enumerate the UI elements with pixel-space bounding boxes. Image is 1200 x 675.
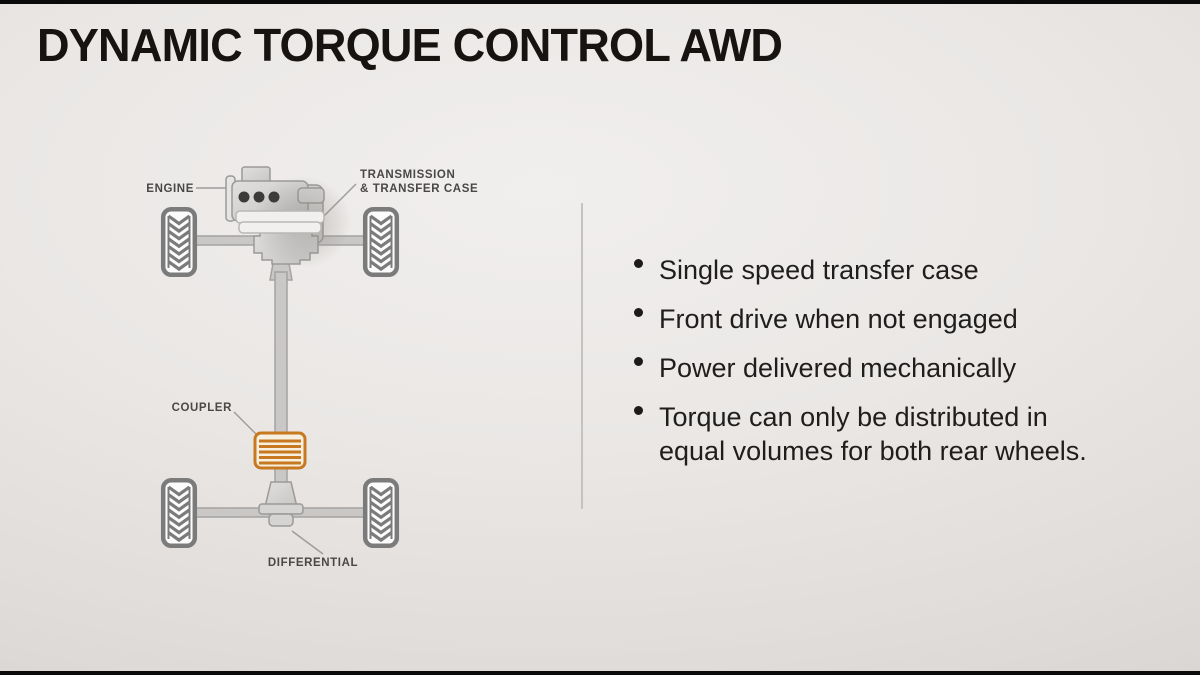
- bottom-letterbox-bar: [0, 671, 1200, 675]
- transmission-label-line1: TRANSMISSION: [360, 169, 455, 181]
- engine-transmission-assembly: [225, 166, 352, 268]
- drivetrain-diagram: ENGINE TRANSMISSION & TRANSFER CASE COUP…: [146, 166, 478, 569]
- top-letterbox-bar: [0, 0, 1200, 4]
- differential-flange: [258, 503, 304, 515]
- engine-cylinder-dot-2: [253, 191, 265, 203]
- bullet-dot: [634, 406, 643, 415]
- differential-part: [258, 481, 304, 527]
- bullet-dot: [634, 308, 643, 317]
- engine-white-band-2: [238, 221, 322, 234]
- wheels: [160, 206, 400, 549]
- page-title: DYNAMIC TORQUE CONTROL AWD: [37, 19, 783, 71]
- list-item: Single speed transfer case: [632, 253, 1118, 287]
- differential-leader-line: [291, 530, 324, 555]
- front-left-wheel: [160, 206, 198, 278]
- list-item: Power delivered mechanically: [632, 351, 1118, 385]
- engine-cylinder-dot-1: [238, 191, 250, 203]
- engine-white-band-1: [235, 210, 325, 224]
- coupler-leader-line: [233, 411, 261, 439]
- coupler-part: [253, 431, 307, 470]
- list-item: Torque can only be distributed in equal …: [632, 400, 1118, 468]
- bullet-text: Torque can only be distributed in equal …: [659, 402, 1087, 466]
- differential-cap: [268, 513, 294, 527]
- vertical-divider: [581, 203, 583, 509]
- differential-label: DIFFERENTIAL: [268, 557, 358, 569]
- front-right-wheel: [362, 206, 400, 278]
- rear-left-wheel: [160, 477, 198, 549]
- engine-cylinder-dot-3: [268, 191, 280, 203]
- bullet-text: Power delivered mechanically: [659, 353, 1017, 383]
- transmission-label-line2: & TRANSFER CASE: [360, 183, 478, 195]
- rear-right-wheel: [362, 477, 400, 549]
- engine-label: ENGINE: [146, 183, 194, 195]
- list-item: Front drive when not engaged: [632, 302, 1118, 336]
- bullet-text: Front drive when not engaged: [659, 304, 1018, 334]
- coupler-label: COUPLER: [172, 402, 233, 414]
- bullet-list: Single speed transfer case Front drive w…: [632, 253, 1118, 483]
- bullet-dot: [634, 357, 643, 366]
- bullet-dot: [634, 259, 643, 268]
- bullet-text: Single speed transfer case: [659, 255, 979, 285]
